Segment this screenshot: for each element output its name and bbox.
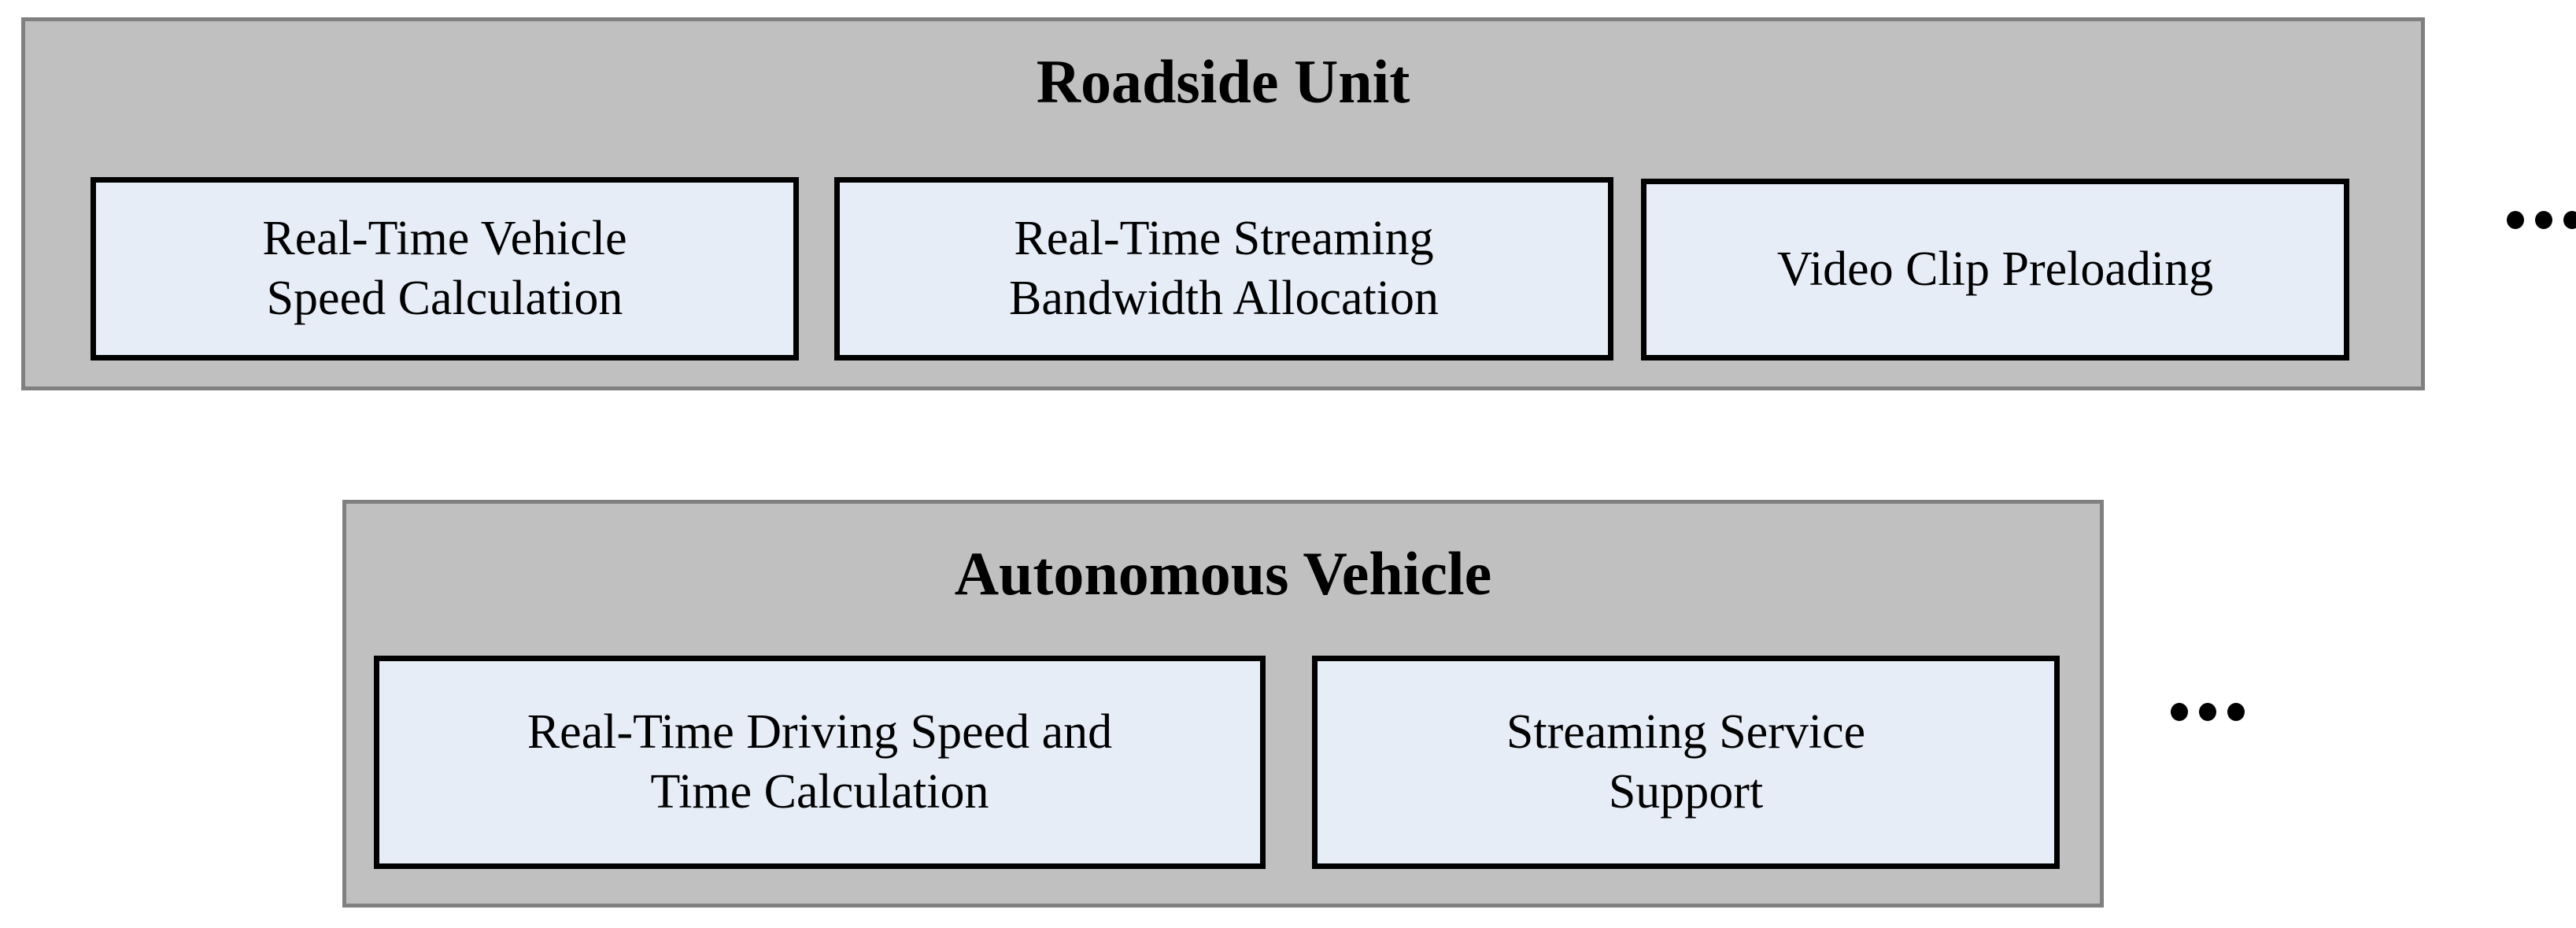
- component-label-line-1: Real-Time Driving Speed and: [527, 704, 1113, 759]
- component-label-line-2: Bandwidth Allocation: [1009, 271, 1439, 325]
- ellipsis-dot-icon: [2507, 211, 2524, 229]
- continuation-ellipsis-autonomous-vehicle: [2171, 703, 2245, 721]
- component-label-line-1: Streaming Service: [1506, 704, 1866, 759]
- component-label-line-2: Speed Calculation: [266, 271, 623, 325]
- component-label-line-1: Real-Time Streaming: [1014, 211, 1434, 265]
- component-label-line-1: Video Clip Preloading: [1776, 242, 2214, 296]
- component-label-line-2: Support: [1608, 764, 1764, 819]
- group-roadside-unit: Roadside Unit Real-Time Vehicle Speed Ca…: [21, 17, 2425, 390]
- component-box-real-time-streaming-bandwidth-allocation: Real-Time Streaming Bandwidth Allocation: [834, 177, 1613, 360]
- component-label-line-2: Time Calculation: [650, 764, 989, 819]
- group-autonomous-vehicle: Autonomous Vehicle Real-Time Driving Spe…: [342, 500, 2104, 908]
- component-label: Real-Time Streaming Bandwidth Allocation: [848, 209, 1600, 328]
- ellipsis-dot-icon: [2227, 703, 2245, 721]
- ellipsis-dot-icon: [2171, 703, 2188, 721]
- group-title-roadside-unit: Roadside Unit: [1036, 47, 1410, 116]
- component-label: Video Clip Preloading: [1654, 240, 2336, 300]
- component-label: Streaming Service Support: [1325, 703, 2046, 822]
- component-label-line-1: Real-Time Vehicle: [262, 211, 627, 265]
- component-box-real-time-driving-speed-and-time-calculation: Real-Time Driving Speed and Time Calcula…: [374, 656, 1266, 869]
- component-box-video-clip-preloading: Video Clip Preloading: [1641, 179, 2349, 360]
- ellipsis-dot-icon: [2535, 211, 2552, 229]
- component-box-streaming-service-support: Streaming Service Support: [1312, 656, 2060, 869]
- continuation-ellipsis-roadside-unit: [2507, 211, 2576, 229]
- ellipsis-dot-icon: [2199, 703, 2216, 721]
- component-label: Real-Time Driving Speed and Time Calcula…: [387, 703, 1252, 822]
- component-label: Real-Time Vehicle Speed Calculation: [104, 209, 785, 328]
- component-box-real-time-vehicle-speed-calculation: Real-Time Vehicle Speed Calculation: [91, 177, 799, 360]
- group-title-autonomous-vehicle: Autonomous Vehicle: [954, 539, 1492, 608]
- ellipsis-dot-icon: [2563, 211, 2576, 229]
